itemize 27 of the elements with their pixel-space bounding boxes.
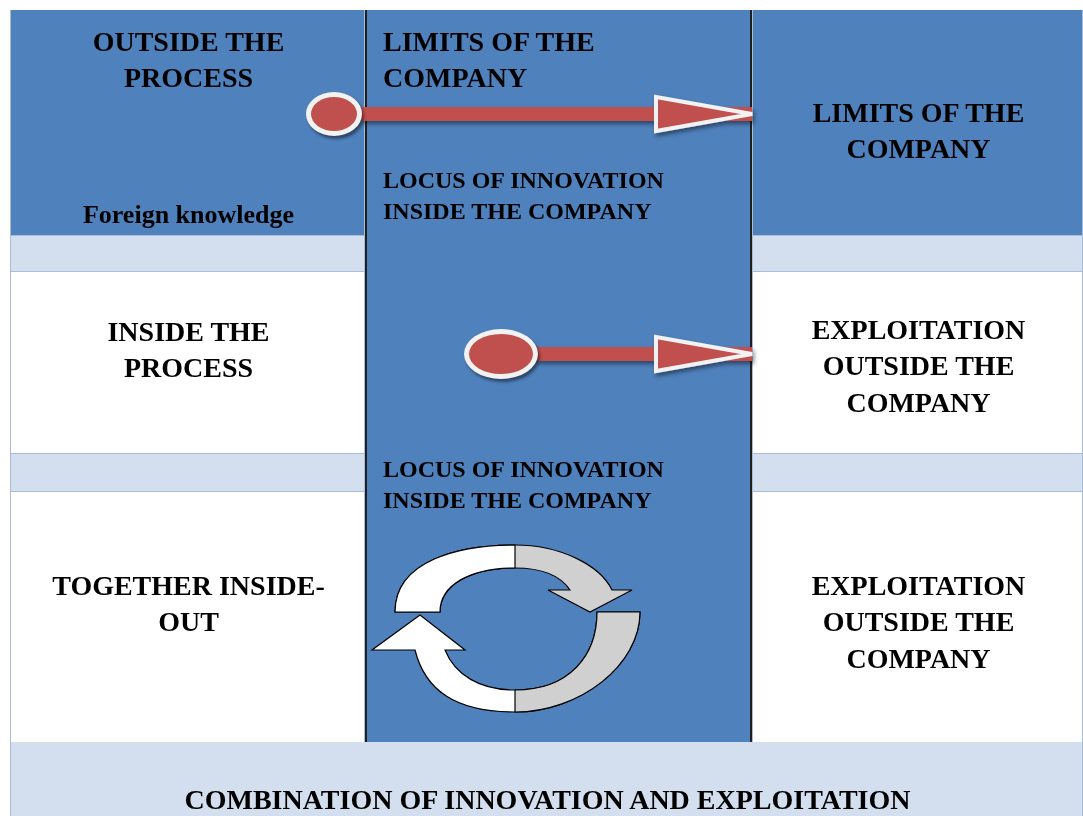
cell-text: TOGETHER INSIDE-OUT: [51, 569, 326, 640]
cell-text: INSIDE THE PROCESS: [106, 315, 271, 386]
arrow: [361, 95, 754, 133]
table-cell: [752, 10, 1083, 235]
column-panel: [365, 10, 752, 742]
cell-text: OUTSIDE THE PROCESS: [91, 25, 286, 96]
table-band: [752, 453, 1083, 492]
arrow: [536, 335, 754, 373]
circle-marker: [464, 329, 538, 379]
cell-text: COMBINATION OF INNOVATION AND EXPLOITATION: [183, 783, 912, 816]
cell-text: LOCUS OF INNOVATION INSIDE THE COMPANY: [383, 455, 665, 516]
table-cell: [10, 492, 365, 742]
table-cell: [752, 492, 1083, 742]
cell-text: Foreign knowledge: [81, 199, 296, 231]
table-cell: [10, 742, 1083, 816]
cell-text: LIMITS OF THE COMPANY: [383, 25, 596, 96]
table-band: [10, 453, 365, 492]
table-cell: [10, 272, 365, 453]
table-band: [752, 235, 1083, 272]
circle-marker: [306, 92, 362, 136]
table-band: [10, 235, 365, 272]
table-cell: [752, 272, 1083, 453]
cell-text: EXPLOITATION OUTSIDE THE COMPANY: [810, 569, 1027, 676]
cell-text: LIMITS OF THE COMPANY: [811, 96, 1026, 167]
cell-text: LOCUS OF INNOVATION INSIDE THE COMPANY: [383, 166, 665, 227]
cell-text: EXPLOITATION OUTSIDE THE COMPANY: [810, 313, 1027, 420]
table-cell: [10, 10, 365, 235]
